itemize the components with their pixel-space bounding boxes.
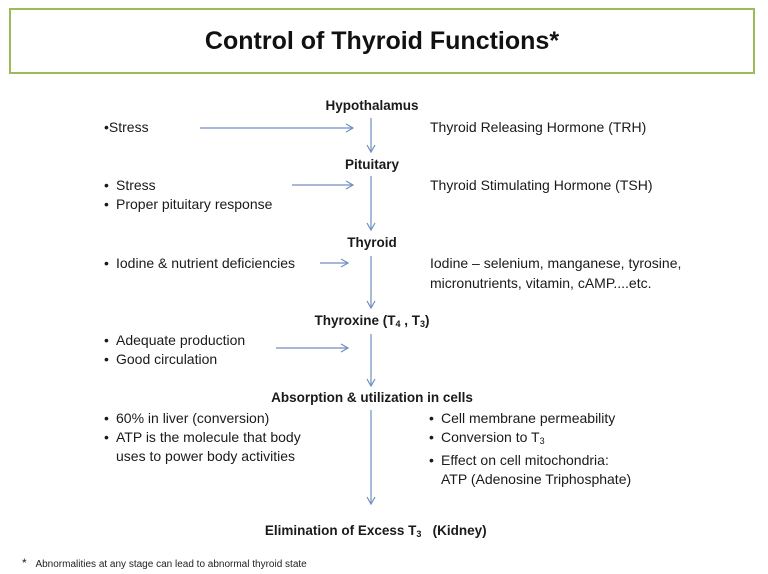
list-item: uses to power body activities bbox=[116, 448, 295, 464]
left-pituitary-factors: •Stress •Proper pituitary response bbox=[104, 176, 272, 214]
list-item: •Stress bbox=[104, 177, 156, 193]
right-tsh: Thyroid Stimulating Hormone (TSH) bbox=[430, 177, 653, 193]
footnote: * Abnormalities at any stage can lead to… bbox=[22, 556, 307, 570]
list-item: •Conversion to T3 bbox=[429, 429, 545, 446]
left-thyroid-factors: •Iodine & nutrient deficiencies bbox=[104, 254, 295, 273]
stage-thyroxine: Thyroxine (T4 , T3) bbox=[314, 313, 430, 329]
list-item: •Effect on cell mitochondria: bbox=[429, 452, 609, 468]
footnote-text: Abnormalities at any stage can lead to a… bbox=[35, 559, 307, 570]
list-item: •Proper pituitary response bbox=[104, 196, 273, 212]
list-item: •ATP is the molecule that body bbox=[104, 429, 301, 445]
footnote-mark: * bbox=[22, 556, 27, 570]
stage-thyroid: Thyroid bbox=[347, 235, 397, 250]
right-iodine: Iodine – selenium, manganese, tyrosine, … bbox=[430, 255, 682, 291]
stage-absorption: Absorption & utilization in cells bbox=[271, 390, 473, 405]
title-box: Control of Thyroid Functions* bbox=[9, 8, 755, 74]
right-absorption-effects: •Cell membrane permeability •Conversion … bbox=[429, 409, 631, 489]
page-title: Control of Thyroid Functions* bbox=[204, 26, 560, 55]
list-item: •60% in liver (conversion) bbox=[104, 410, 270, 426]
stage-elimination: Elimination of Excess T3 (Kidney) bbox=[264, 523, 487, 539]
list-item: •Iodine & nutrient deficiencies bbox=[104, 255, 295, 271]
list-item: ATP (Adenosine Triphosphate) bbox=[441, 471, 632, 487]
left-absorption-factors: •60% in liver (conversion) •ATP is the m… bbox=[104, 409, 301, 466]
stage-pituitary: Pituitary bbox=[344, 157, 400, 172]
list-item: •Cell membrane permeability bbox=[429, 410, 616, 426]
list-item: •Adequate production bbox=[104, 332, 246, 348]
right-trh: Thyroid Releasing Hormone (TRH) bbox=[430, 119, 647, 135]
stage-hypothalamus: Hypothalamus bbox=[325, 98, 419, 113]
left-thyroxine-factors: •Adequate production •Good circulation bbox=[104, 331, 245, 369]
left-stress-hypothalamus: •Stress bbox=[104, 119, 149, 135]
list-item: •Good circulation bbox=[104, 351, 218, 367]
